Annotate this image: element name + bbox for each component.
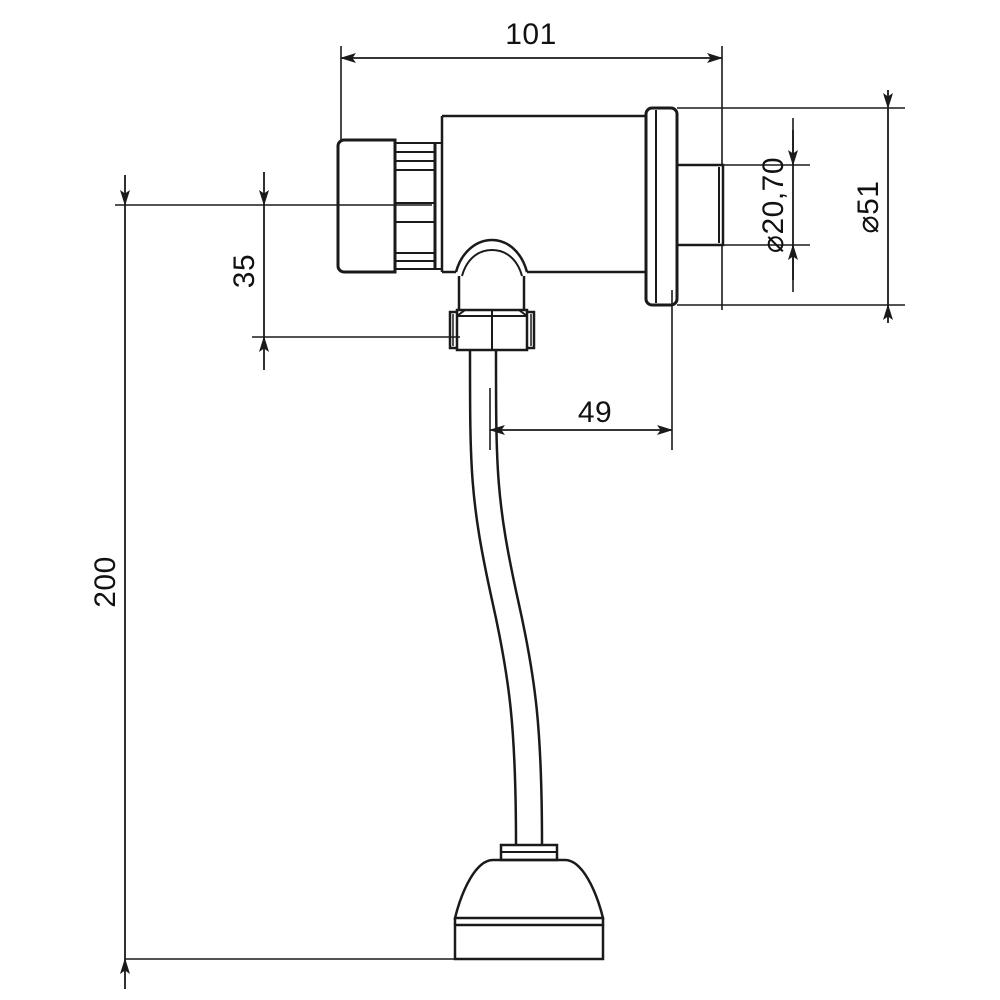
outlet-pipe-stub	[677, 163, 725, 247]
button-thread-collar	[394, 142, 436, 270]
dim-label-200: 200	[89, 556, 122, 608]
valve-body-group	[336, 106, 725, 961]
dimension-lines-group	[120, 53, 893, 989]
branch-saddle	[454, 238, 529, 277]
spout-tube	[468, 349, 544, 846]
push-button-cap	[336, 138, 397, 274]
dim-label-101: 101	[505, 18, 557, 51]
dim-label-diameter-51: ⌀51	[852, 181, 885, 234]
dim-label-35: 35	[228, 254, 261, 288]
hex-coupling-nut	[455, 308, 529, 352]
valve-main-body	[433, 114, 645, 274]
nut-washer-collar	[448, 310, 536, 350]
inlet-neck	[457, 276, 526, 310]
dim-label-49: 49	[578, 396, 612, 429]
dimension-labels-group: 101 35 200 49 ⌀20,70 ⌀51	[89, 18, 885, 608]
spout-outlet-base	[453, 843, 605, 961]
wall-flange	[644, 106, 679, 307]
dim-label-diameter-20-70: ⌀20,70	[757, 157, 790, 253]
